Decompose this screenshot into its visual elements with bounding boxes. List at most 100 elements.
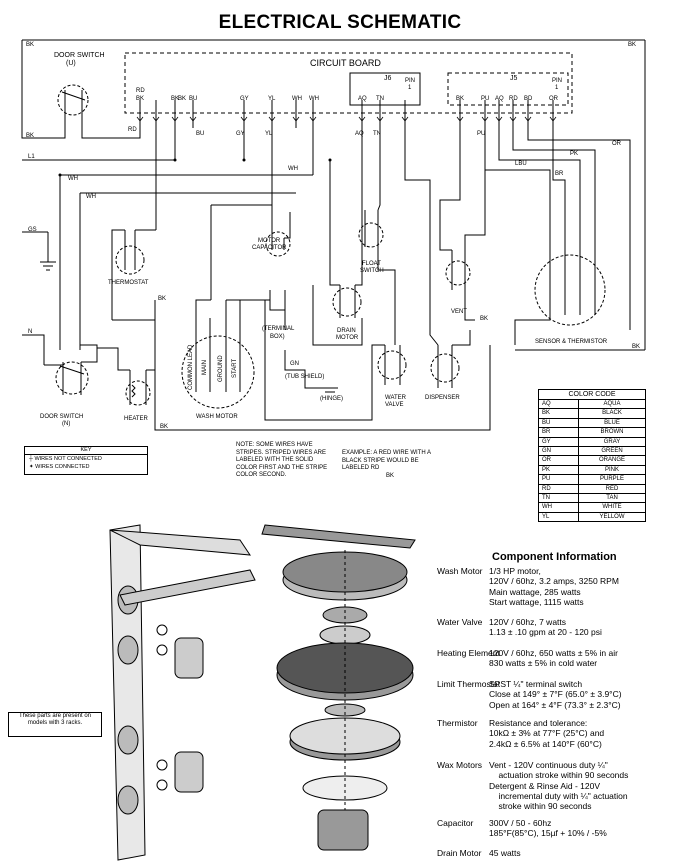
wire-tag: PK <box>570 151 578 157</box>
color-code-row: WH WHITE <box>539 503 645 513</box>
component-name: Heating Element <box>437 648 500 658</box>
line-n-label: N <box>28 329 32 335</box>
hinge-label: (HINGE) <box>320 396 343 402</box>
water-valve-label: WATER <box>385 395 407 401</box>
color-code-abbr: GY <box>539 437 579 446</box>
note-line: NOTE: SOME WIRES HAVE <box>236 442 313 448</box>
component-name: Wash Motor <box>437 566 483 576</box>
color-code-abbr: WH <box>539 503 579 512</box>
pin-wh-2: WH <box>309 96 319 102</box>
stripe-example: EXAMPLE: A RED WIRE WITH A BLACK STRIPE … <box>342 450 452 480</box>
component-name: Limit Thermostat <box>437 679 501 689</box>
color-code-abbr: OR <box>539 456 579 465</box>
j6-pin-label: PIN <box>405 78 415 84</box>
component-name: Water Valve <box>437 617 483 627</box>
color-code-abbr: BR <box>539 428 579 437</box>
pin-j5-or: OR <box>549 96 559 102</box>
motor-capacitor-label: MOTOR <box>258 238 281 244</box>
component-spec: Resistance and tolerance: 10kΩ ± 3% at 7… <box>489 718 605 749</box>
color-code-row: TN TAN <box>539 493 645 504</box>
wire-tag: LBU <box>515 161 527 167</box>
wire-tag: BK <box>632 344 640 350</box>
color-code-name: WHITE <box>602 504 622 511</box>
line-l1-label: L1 <box>28 154 35 160</box>
color-code-name: GREEN <box>601 447 623 454</box>
pin-bk-3: BK <box>178 96 186 102</box>
connector-j5: J5 <box>510 75 518 82</box>
component-spec: 120V / 60hz, 650 watts ± 5% in air 830 w… <box>489 648 618 669</box>
wire-tag: WH <box>288 166 298 172</box>
example-line: LABELED RD <box>342 465 380 472</box>
color-code-heading: COLOR CODE <box>539 390 645 400</box>
color-code-name: ORANGE <box>598 457 625 464</box>
pin-aq: AQ <box>358 96 367 102</box>
wire-tag: BK <box>160 424 168 430</box>
pin-bu: BU <box>189 96 197 102</box>
pin-gy: GY <box>240 96 249 102</box>
example-line: BLACK STRIPE WOULD BE <box>342 457 419 464</box>
wire-tag: BK <box>480 316 488 322</box>
color-code-name: GRAY <box>603 438 621 445</box>
key-not-connected: ┼ WIRES NOT CONNECTED <box>29 456 102 462</box>
wire-tag: WH <box>86 194 96 200</box>
color-code-abbr: BK <box>539 409 579 418</box>
drain-motor-label-2: MOTOR <box>336 335 359 341</box>
electrical-schematic: DOOR SWITCH (U) CIRCUIT BOARD J6 J5 PIN … <box>21 39 646 431</box>
color-code-abbr: GN <box>539 446 579 456</box>
j5-pin-label: PIN <box>552 78 562 84</box>
wire-bk-left: BK <box>26 133 34 139</box>
wire-tag: GN <box>290 361 299 367</box>
sensor-thermistor-label: SENSOR & THERMISTOR <box>535 339 608 345</box>
color-code-name: BLUE <box>604 419 620 426</box>
j5-pin-num: 1 <box>555 85 559 91</box>
wire-tag: GY <box>236 131 245 137</box>
key-heading: KEY <box>25 447 147 455</box>
pin-j5-bk: BK <box>456 96 464 102</box>
wire-tag: RD <box>128 127 137 133</box>
pin-wh-1: WH <box>292 96 302 102</box>
color-code-name: TAN <box>606 494 618 501</box>
component-spec: 1/3 HP motor, 120V / 60hz, 3.2 amps, 325… <box>489 566 619 607</box>
color-code-abbr: AQ <box>539 400 579 409</box>
pin-bk-2: BK <box>171 96 179 102</box>
three-rack-callout: These parts are present on models with 3… <box>8 712 102 737</box>
heater-label: HEATER <box>124 416 149 422</box>
component-name: Wax Motors <box>437 760 483 770</box>
wire-tag: BU <box>196 131 204 137</box>
component-spec: 45 watts <box>489 848 521 858</box>
color-code-abbr: PK <box>539 465 579 475</box>
key-not-connected-text: WIRES NOT CONNECTED <box>34 456 102 462</box>
component-name: Capacitor <box>437 818 474 828</box>
motor-capacitor-label-2: CAPACITOR <box>252 245 287 251</box>
terminal-box-label: (TERMINAL <box>262 326 295 332</box>
component-spec: Vent - 120V continuous duty ¼" actuation… <box>489 760 629 812</box>
winding-ground: GROUND <box>218 355 224 382</box>
component-name: Thermistor <box>437 718 478 728</box>
example-stripe: BK <box>386 472 395 479</box>
wire-bk-top-left: BK <box>26 42 34 48</box>
drain-motor-label: DRAIN <box>337 328 356 334</box>
color-code-abbr: BU <box>539 418 579 428</box>
color-code-row: BU BLUE <box>539 418 645 429</box>
pin-yl: YL <box>268 96 276 102</box>
pin-j5-pu: PU <box>481 96 489 102</box>
stripe-note: NOTE: SOME WIRES HAVE STRIPES. STRIPED W… <box>236 442 340 480</box>
door-switch-n-label: DOOR SWITCH <box>40 414 83 420</box>
color-code-row: GY GRAY <box>539 437 645 447</box>
tub-shield-label: (TUB SHIELD) <box>285 374 324 380</box>
component-spec: 120V / 60hz, 7 watts 1.13 ± .10 gpm at 2… <box>489 617 602 638</box>
door-switch-u-label: DOOR SWITCH <box>54 52 105 59</box>
pin-j5-aq: AQ <box>495 96 504 102</box>
key-box: KEY ┼ WIRES NOT CONNECTED ✦ WIRES CONNEC… <box>24 446 148 475</box>
color-code-abbr: RD <box>539 484 579 493</box>
circuit-board-label: CIRCUIT BOARD <box>310 58 381 68</box>
component-spec: 300V / 50 - 60hz 185°F(85°C), 15µf + 10%… <box>489 818 607 839</box>
color-code-abbr: TN <box>539 493 579 503</box>
component-spec: SPST ¼" terminal switch Close at 149° ± … <box>489 679 622 710</box>
winding-start: START <box>232 359 238 378</box>
